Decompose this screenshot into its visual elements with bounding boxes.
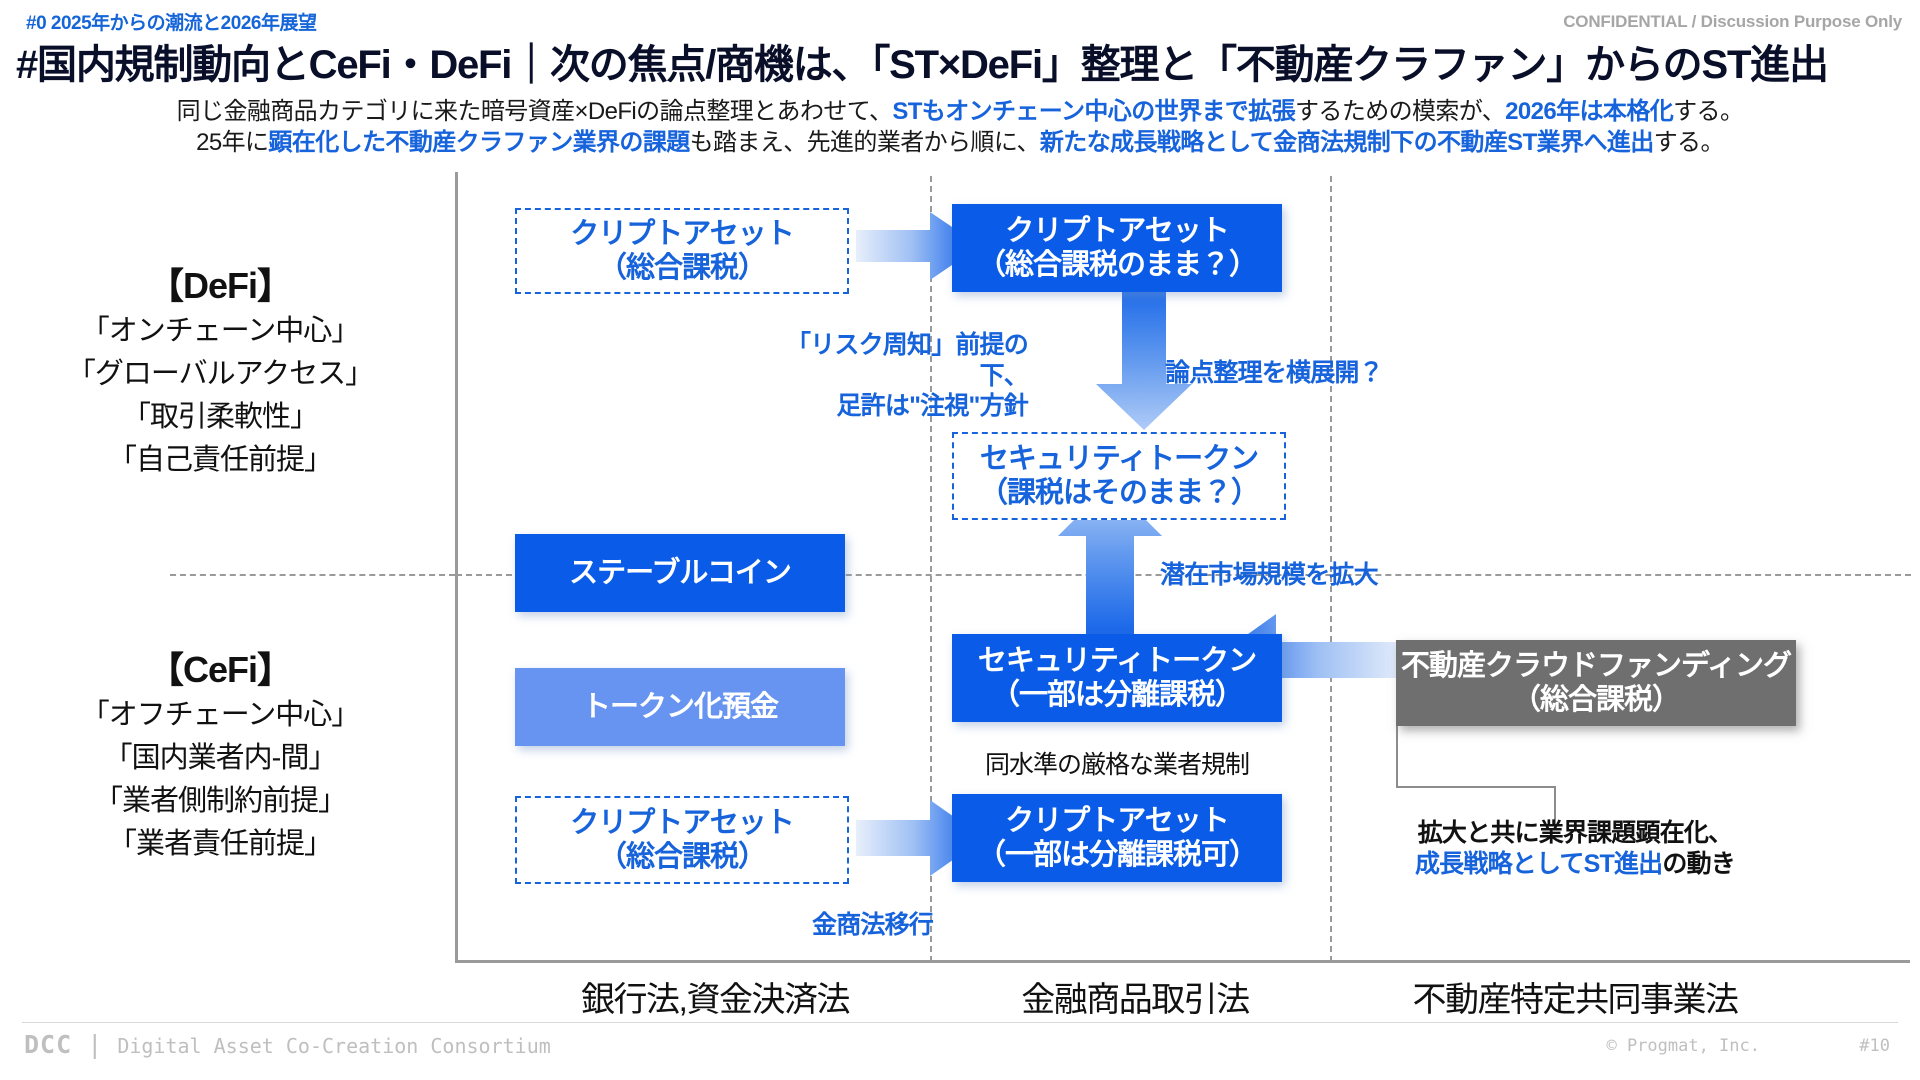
- category-cefi: 【CeFi】 「オフチェーン中心」 「国内業者内-間」 「業者側制約前提」 「業…: [10, 646, 430, 866]
- lead-line-2: 25年に顕在化した不動産クラファン業界の課題も踏まえ、先進的業者から順に、新たな…: [0, 127, 1920, 158]
- box-crypto-cefi-before-line1: クリプトアセット: [570, 806, 794, 839]
- box-st-cefi[interactable]: セキュリティトークン （一部は分離課税）: [952, 634, 1282, 722]
- annotation-risk-notice-line1: 「リスク周知」前提の下、: [785, 331, 1029, 390]
- box-crypto-cefi-after-line2: （一部は分離課税可）: [976, 839, 1258, 871]
- category-cefi-item-3: 「業者責任前提」: [107, 828, 333, 860]
- row-divider-main: [456, 574, 1911, 576]
- box-stablecoin-line1: ステーブルコイン: [569, 556, 792, 589]
- connector-horizontal: [1396, 786, 1556, 788]
- lead-1b: STもオンチェーン中心の世界まで拡張: [892, 98, 1296, 125]
- chart-horizontal-axis: [455, 960, 1910, 963]
- footer-divider: [22, 1022, 1898, 1023]
- box-st-cefi-line2: （一部は分離課税）: [990, 679, 1244, 711]
- box-crypto-cefi-after[interactable]: クリプトアセット （一部は分離課税可）: [952, 794, 1282, 882]
- category-defi: 【DeFi】 「オンチェーン中心」 「グローバルアクセス」 「取引柔軟性」 「自…: [10, 262, 430, 482]
- column-divider-left: [930, 176, 932, 962]
- box-st-defi[interactable]: セキュリティトークン （課税はそのまま？）: [952, 432, 1286, 520]
- annotation-risk-notice: 「リスク周知」前提の下、 足許は"注視"方針: [738, 330, 1029, 422]
- box-realestate-cf-line1: 不動産クラウドファンディング: [1401, 649, 1792, 682]
- footer-brand-short: DCC: [24, 1030, 73, 1059]
- lead-2b: 顕在化した不動産クラファン業界の課題: [268, 129, 690, 156]
- annotation-same-level-regulation: 同水準の厳格な業者規制: [984, 751, 1250, 779]
- box-tokenized-deposit-line1: トークン化預金: [581, 690, 779, 723]
- category-cefi-item-1: 「国内業者内-間」: [103, 742, 338, 774]
- box-crypto-defi-after-line2: （総合課税のまま？）: [976, 249, 1258, 281]
- category-defi-item-2: 「取引柔軟性」: [121, 401, 319, 433]
- box-crypto-cefi-before-line2: （総合課税）: [597, 841, 767, 873]
- slide-eyebrow: #0 2025年からの潮流と2026年展望: [26, 13, 317, 34]
- box-crypto-defi-before-line2: （総合課税）: [597, 252, 767, 284]
- box-st-defi-line1: セキュリティトークン: [979, 442, 1259, 475]
- slide-headline: #国内規制動向とCeFi・DeFi｜次の焦点/商機は、「ST×DeFi」整理と「…: [16, 43, 1829, 87]
- axis-label-real-estate-law: 不動産特定共同事業法: [1412, 981, 1740, 1019]
- category-defi-item-0: 「オンチェーン中心」: [80, 315, 361, 347]
- lead-2c: も踏まえ、先進的業者から順に、: [689, 129, 1041, 156]
- annotation-potential-market: 潜在市場規模を拡大: [1160, 561, 1379, 589]
- category-cefi-item-0: 「オフチェーン中心」: [80, 699, 361, 731]
- arrow-defi-crypto-down: [1096, 268, 1192, 430]
- box-realestate-crowdfunding[interactable]: 不動産クラウドファンディング （総合課税）: [1396, 640, 1796, 726]
- axis-label-fiea: 金融商品取引法: [1021, 981, 1250, 1019]
- box-st-cefi-line1: セキュリティトークン: [977, 644, 1257, 677]
- lead-line-1: 同じ金融商品カテゴリに来た暗号資産×DeFiの論点整理とあわせて、STもオンチェ…: [0, 96, 1920, 127]
- axis-label-banking-law: 銀行法,資金決済法: [581, 981, 850, 1019]
- category-defi-item-3: 「自己責任前提」: [107, 444, 333, 476]
- category-cefi-item-2: 「業者側制約前提」: [93, 785, 347, 817]
- box-crypto-cefi-after-line1: クリプトアセット: [1005, 804, 1229, 837]
- lead-1a: 同じ金融商品カテゴリに来た暗号資産×DeFiの論点整理とあわせて、: [176, 98, 893, 125]
- box-st-defi-line2: （課税はそのまま？）: [978, 477, 1260, 509]
- box-crypto-cefi-before[interactable]: クリプトアセット （総合課税）: [515, 796, 849, 884]
- category-defi-item-1: 「グローバルアクセス」: [66, 358, 374, 390]
- annotation-growth-strategy-line2-hl: 成長戦略としてST進出: [1414, 849, 1663, 878]
- box-crypto-defi-before[interactable]: クリプトアセット （総合課税）: [515, 208, 849, 294]
- annotation-risk-notice-line2: 足許は"注視"方針: [836, 392, 1028, 420]
- connector-vertical-left: [1396, 700, 1398, 788]
- annotation-fiea-transition: 金商法移行: [812, 911, 934, 939]
- footer-brand-separator: |: [72, 1030, 118, 1059]
- box-realestate-cf-line2: （総合課税）: [1511, 684, 1681, 716]
- annotation-lateral-rollout: 論点整理を横展開？: [1165, 359, 1384, 387]
- box-crypto-defi-after[interactable]: クリプトアセット （総合課税のまま？）: [952, 204, 1282, 292]
- footer-page-number: #10: [1859, 1036, 1890, 1056]
- footer-brand: DCC | Digital Asset Co-Creation Consorti…: [24, 1030, 551, 1059]
- lead-2a: 25年に: [196, 129, 269, 156]
- footer-brand-full: Digital Asset Co-Creation Consortium: [117, 1034, 551, 1058]
- confidential-label: CONFIDENTIAL / Discussion Purpose Only: [1563, 12, 1902, 31]
- column-divider-right: [1330, 176, 1332, 962]
- lead-1d: 2026年は本格化: [1505, 98, 1674, 125]
- annotation-growth-strategy-line1: 拡大と共に業界課題顕在化、: [1417, 819, 1733, 847]
- annotation-growth-strategy-line2: 成長戦略としてST進出の動き: [1360, 849, 1790, 880]
- box-crypto-defi-before-line1: クリプトアセット: [570, 217, 794, 250]
- lead-1c: するための模索が、: [1295, 98, 1506, 125]
- lead-1e: する。: [1673, 98, 1744, 125]
- box-tokenized-deposit[interactable]: トークン化預金: [515, 668, 845, 746]
- row-divider-left: [170, 574, 455, 576]
- box-crypto-defi-after-line1: クリプトアセット: [1005, 214, 1229, 247]
- lead-paragraph: 同じ金融商品カテゴリに来た暗号資産×DeFiの論点整理とあわせて、STもオンチェ…: [0, 96, 1920, 158]
- annotation-growth-strategy: 拡大と共に業界課題顕在化、 成長戦略としてST進出の動き: [1360, 818, 1790, 879]
- annotation-growth-strategy-line2-tail: の動き: [1662, 849, 1735, 878]
- lead-2d: 新たな成長戦略として金商法規制下の不動産ST業界へ進出: [1039, 129, 1654, 156]
- category-cefi-title: 【CeFi】: [147, 649, 293, 690]
- footer-copyright: © Progmat, Inc.: [1606, 1036, 1760, 1056]
- connector-vertical-right: [1554, 786, 1556, 830]
- box-stablecoin[interactable]: ステーブルコイン: [515, 534, 845, 612]
- chart-vertical-axis: [455, 172, 458, 962]
- category-defi-title: 【DeFi】: [147, 265, 293, 306]
- lead-2e: する。: [1653, 129, 1725, 156]
